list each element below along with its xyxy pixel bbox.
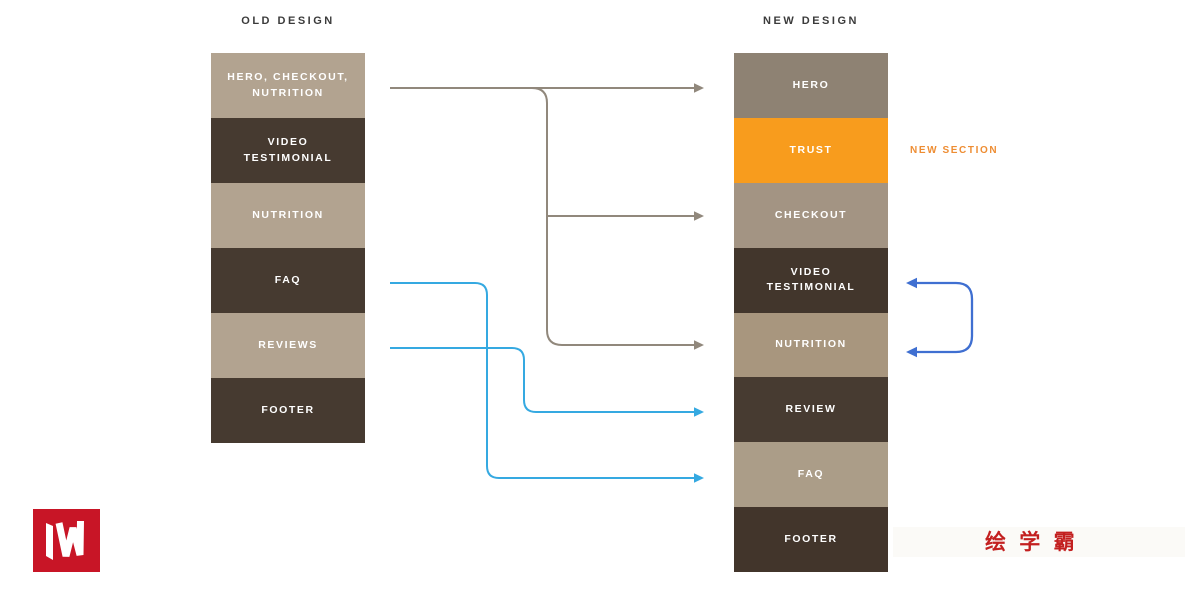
- old-block-hero-checkout-nutrition: HERO, CHECKOUT, NUTRITION: [211, 53, 365, 118]
- huixueba-logo: [33, 509, 100, 572]
- new-block-review: REVIEW: [734, 377, 888, 443]
- arrow-old-reviews-to-new-review: [390, 347, 696, 413]
- arrowhead-new-checkout: [694, 211, 704, 221]
- arrowhead-new-nutrition: [694, 340, 704, 350]
- new-block-video-testimonial: VIDEO TESTIMONIAL: [734, 247, 888, 313]
- logo-w-icon: [33, 509, 100, 572]
- old-block-faq: FAQ: [211, 248, 365, 313]
- new-block-faq: FAQ: [734, 442, 888, 508]
- arrowhead-new-faq: [694, 473, 704, 483]
- arrow-branch-to-new-checkout-nutrition: [531, 87, 696, 346]
- new-block-footer: FOOTER: [734, 507, 888, 572]
- arrowhead-swap-video-testimonial: [906, 277, 917, 289]
- watermark-band: [893, 527, 1185, 557]
- new-design-column: HERO TRUST CHECKOUT VIDEO TESTIMONIAL NU…: [734, 53, 888, 572]
- old-design-column: HERO, CHECKOUT, NUTRITION VIDEO TESTIMON…: [211, 53, 365, 443]
- huixueba-wordmark: 绘 学 霸: [985, 530, 1078, 554]
- arrow-old-faq-to-new-faq: [390, 282, 696, 479]
- old-design-title: OLD DESIGN: [241, 15, 335, 27]
- arrowhead-new-review: [694, 407, 704, 417]
- old-block-video-testimonial: VIDEO TESTIMONIAL: [211, 118, 365, 183]
- new-block-hero: HERO: [734, 53, 888, 118]
- arrowhead-new-hero: [694, 83, 704, 93]
- new-section-annotation: NEW SECTION: [910, 145, 999, 156]
- new-block-checkout: CHECKOUT: [734, 182, 888, 248]
- arrow-swap-video-nutrition: [914, 281, 974, 354]
- old-block-reviews: REVIEWS: [211, 313, 365, 378]
- old-block-footer: FOOTER: [211, 378, 365, 443]
- arrowhead-swap-nutrition: [906, 346, 917, 358]
- old-block-nutrition: NUTRITION: [211, 183, 365, 248]
- new-design-title: NEW DESIGN: [763, 15, 859, 27]
- new-block-trust: TRUST: [734, 117, 888, 183]
- new-block-nutrition: NUTRITION: [734, 312, 888, 378]
